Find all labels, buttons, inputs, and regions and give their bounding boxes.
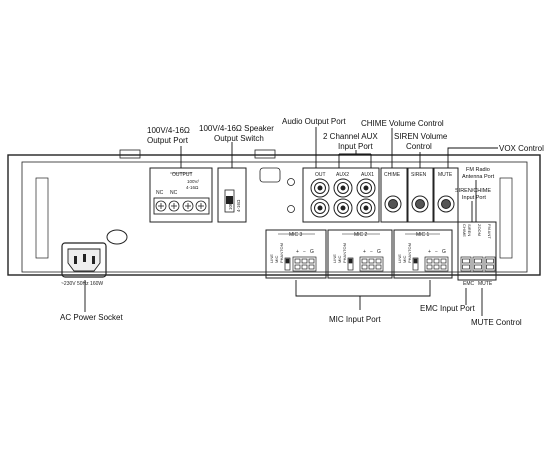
right-terminals[interactable] <box>460 256 496 272</box>
mic-input-callout: MIC Input Port <box>329 315 381 324</box>
mic3-mic-label: MIC <box>274 256 279 263</box>
rca-jack-out-r <box>310 198 330 218</box>
mic1-terminal-block <box>424 256 449 272</box>
mic2-plus: + <box>363 249 366 255</box>
fm-radio-callout-1: FM Radio <box>466 167 490 173</box>
rca-jack-aux2-l <box>333 178 353 198</box>
mic3-line-label: LINE <box>269 254 274 263</box>
output-port-callout-2: Output Port <box>147 136 189 145</box>
mic1-minus: − <box>435 249 438 255</box>
rca-label-aux2: AUX2 <box>336 172 349 178</box>
mic1-mic-label: MIC <box>402 256 407 263</box>
nc-label-1: NC <box>156 190 164 196</box>
volume-knobs[interactable] <box>384 195 455 213</box>
right-label-siren: SIREN <box>467 224 472 236</box>
vox-control-callout: VOX Control <box>499 144 544 153</box>
mic2-terminal-block <box>359 256 384 272</box>
rca-label-siren: SIREN <box>411 172 427 178</box>
switch-100v-label: 100V <box>228 199 233 210</box>
ac-power-callout: AC Power Socket <box>60 313 123 322</box>
output-voltage-label-2: 4-16Ω <box>186 185 199 190</box>
rca-label-out: OUT <box>315 172 326 178</box>
mic3-minus: − <box>303 249 306 255</box>
output-terminals[interactable] <box>153 197 210 215</box>
rca-label-chime: CHIME <box>384 172 401 178</box>
output-port-callout-1: 100V/4-16Ω <box>147 126 190 135</box>
ac-power-socket[interactable] <box>61 242 107 278</box>
right-module <box>457 221 497 281</box>
chassis <box>7 149 541 276</box>
rca-jack-aux2-r <box>333 198 353 218</box>
switch-ohm-label: 4-16Ω <box>236 199 241 212</box>
right-label-zoom: ZOOM <box>477 224 482 236</box>
mic2-phantom-label: PHANTOM <box>342 243 347 263</box>
mic3-ground: G <box>310 249 314 255</box>
rca-labels: OUT AUX2 AUX1 CHIME SIREN MUTE <box>315 172 453 178</box>
chassis-hole <box>287 178 295 186</box>
mic-option-labels: LINE MIC PHANTOM LINE MIC PHANTOM LINE M… <box>269 243 412 263</box>
mic-terminal-signs: + − G + − G + − G <box>296 249 446 255</box>
mute-control-callout: MUTE Control <box>471 318 522 327</box>
mic-headers: MIC 3 MIC 2 MIC 1 <box>289 232 430 238</box>
mic1-plus: + <box>428 249 431 255</box>
rca-jack-aux1-l <box>356 178 376 198</box>
mic1-line-label: LINE <box>397 254 402 263</box>
nc-label-2: NC <box>170 190 178 196</box>
terminal-screw <box>155 200 207 212</box>
output-switch[interactable] <box>217 167 247 223</box>
siren-volume-callout-1: SIREN Volume <box>394 132 448 141</box>
output-switch-callout-1: 100V/4-16Ω Speaker <box>199 124 274 133</box>
mic1-label: MIC 1 <box>416 232 430 238</box>
right-label-chime: CHIME <box>462 224 467 237</box>
mic-selector-switches[interactable] <box>284 257 419 271</box>
rca-label-aux1: AUX1 <box>361 172 374 178</box>
aux-input-callout-2: Input Port <box>338 142 373 151</box>
rca-jack-aux1-r <box>356 198 376 218</box>
output-switch-callout-2: Output Switch <box>214 134 264 143</box>
rca-jacks[interactable] <box>310 178 376 218</box>
rca-panels <box>302 167 459 223</box>
mic1-phantom-label: PHANTOM <box>407 243 412 263</box>
aux-input-callout-1: 2 Channel AUX <box>323 132 378 141</box>
audio-output-port-callout: Audio Output Port <box>282 117 346 126</box>
mic-terminal-blocks[interactable] <box>292 256 449 272</box>
siren-chime-callout-1: SIREN/CHIME <box>455 188 491 194</box>
mic3-terminal-block <box>292 256 317 272</box>
rca-label-mute: MUTE <box>438 172 453 178</box>
output-header: OUTPUT <box>172 172 193 178</box>
chassis-hole <box>106 229 128 245</box>
siren-volume-callout-2: Control <box>406 142 432 151</box>
mute-label: MUTE <box>478 281 493 287</box>
mic2-label: MIC 2 <box>354 232 368 238</box>
chassis-hole <box>287 205 295 213</box>
mic2-line-label: LINE <box>332 254 337 263</box>
siren-volume-knob <box>411 195 429 213</box>
chime-volume-knob <box>384 195 402 213</box>
mic1-ground: G <box>442 249 446 255</box>
right-label-fm-ant: FM ANT <box>487 224 492 239</box>
right-module-labels: CHIME SIREN ZOOM FM ANT <box>462 224 492 239</box>
mic-modules <box>265 229 453 279</box>
mic3-plus: + <box>296 249 299 255</box>
mic2-minus: − <box>370 249 373 255</box>
chime-volume-callout: CHIME Volume Control <box>361 119 444 128</box>
mic2-mic-label: MIC <box>337 256 342 263</box>
mic3-label: MIC 3 <box>289 232 303 238</box>
rca-jack-out-l <box>310 178 330 198</box>
leader-lines <box>84 127 498 316</box>
emc-label: EMC <box>463 281 475 287</box>
emc-input-callout: EMC Input Port <box>420 304 475 313</box>
mic3-phantom-label: PHANTOM <box>279 243 284 263</box>
callouts: 100V/4-16Ω Output Port 100V/4-16Ω Speake… <box>60 117 544 327</box>
fm-radio-callout-2: Antenna Port <box>462 174 495 180</box>
siren-chime-callout-2: Input Port <box>462 195 486 201</box>
vox-control-knob <box>437 195 455 213</box>
output-voltage-label-1: 100V/ <box>187 179 200 184</box>
power-rating-text: ~230V 50Hz 160W <box>61 281 103 287</box>
mic2-ground: G <box>377 249 381 255</box>
